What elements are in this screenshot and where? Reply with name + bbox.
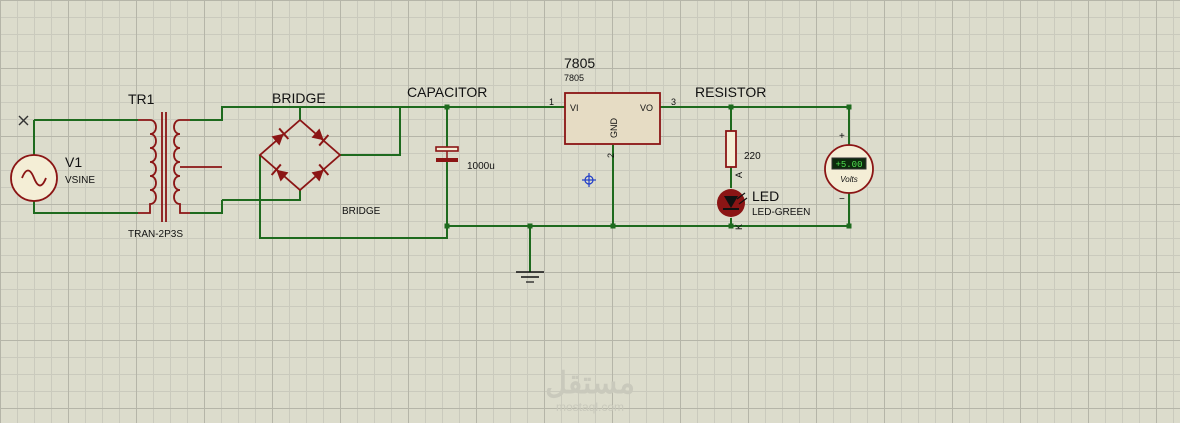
led-cathode-label: K bbox=[734, 224, 744, 230]
regulator-pin-vo: VO bbox=[640, 103, 653, 113]
regulator-7805[interactable] bbox=[564, 92, 661, 145]
voltmeter-display: +5.00 bbox=[835, 160, 862, 170]
sine-wave-icon bbox=[21, 169, 47, 187]
regulator-pin-vi: VI bbox=[570, 103, 579, 113]
voltmeter[interactable] bbox=[824, 144, 874, 194]
vsine-source[interactable] bbox=[10, 154, 58, 202]
voltmeter-unit: Volts bbox=[840, 175, 858, 184]
capacitor-value: 1000u bbox=[467, 161, 495, 172]
no-connect-icon bbox=[18, 115, 29, 126]
transformer-ref: TR1 bbox=[128, 91, 155, 107]
led-value: LED-GREEN bbox=[752, 207, 810, 218]
capacitor-ref: CAPACITOR bbox=[407, 84, 487, 100]
transformer[interactable] bbox=[138, 112, 222, 222]
voltmeter-plus: + bbox=[839, 131, 845, 142]
diode-icon bbox=[271, 127, 290, 146]
watermark-url: mostaql.com bbox=[556, 400, 624, 414]
regulator-ref: 7805 bbox=[564, 55, 595, 71]
junction-dot bbox=[444, 223, 450, 229]
transformer-value: TRAN-2P3S bbox=[128, 229, 183, 240]
capacitor[interactable] bbox=[435, 146, 459, 162]
regulator-pin-gnd: GND bbox=[609, 118, 619, 139]
bridge-value: BRIDGE bbox=[342, 206, 381, 217]
diode-icon bbox=[311, 128, 330, 147]
led-anode-label: A bbox=[734, 172, 744, 178]
wire-bridge-plus[interactable] bbox=[340, 106, 447, 156]
diode-icon bbox=[311, 163, 330, 182]
regulator-pin2-number: 2 bbox=[606, 153, 616, 158]
wire-sec-bottom[interactable] bbox=[190, 200, 223, 214]
regulator-value: 7805 bbox=[564, 73, 584, 83]
regulator-pin1-number: 1 bbox=[549, 97, 554, 107]
voltmeter-minus: − bbox=[839, 194, 845, 205]
led-ref: LED bbox=[752, 188, 779, 204]
junction-dot bbox=[728, 104, 734, 110]
wire-bridge-minus[interactable] bbox=[259, 155, 448, 239]
wires bbox=[33, 106, 850, 272]
watermark-logo: مستقل bbox=[545, 367, 635, 400]
wire-bridge-bottom[interactable] bbox=[222, 190, 301, 201]
resistor-ref: RESISTOR bbox=[695, 84, 766, 100]
junction-dot bbox=[728, 223, 734, 229]
regulator-pin3-number: 3 bbox=[671, 97, 676, 107]
ground-icon[interactable] bbox=[516, 271, 544, 283]
bridge-rectifier[interactable] bbox=[258, 119, 342, 192]
junction-dot bbox=[444, 104, 450, 110]
junction-dot bbox=[610, 223, 616, 229]
wire-v1-primary-bottom[interactable] bbox=[33, 200, 138, 214]
source-ref: V1 bbox=[65, 154, 82, 170]
junction-dot bbox=[846, 223, 852, 229]
bridge-ref: BRIDGE bbox=[272, 90, 326, 106]
crosshair-cursor-icon bbox=[582, 173, 596, 187]
source-value: VSINE bbox=[65, 175, 95, 186]
junctions bbox=[444, 104, 852, 229]
diode-icon bbox=[270, 163, 289, 182]
junction-dot bbox=[846, 104, 852, 110]
junction-dot bbox=[527, 223, 533, 229]
wire-sec-top[interactable] bbox=[190, 106, 400, 121]
led-green[interactable] bbox=[717, 189, 748, 217]
resistor[interactable] bbox=[725, 130, 737, 168]
resistor-value: 220 bbox=[744, 151, 761, 162]
